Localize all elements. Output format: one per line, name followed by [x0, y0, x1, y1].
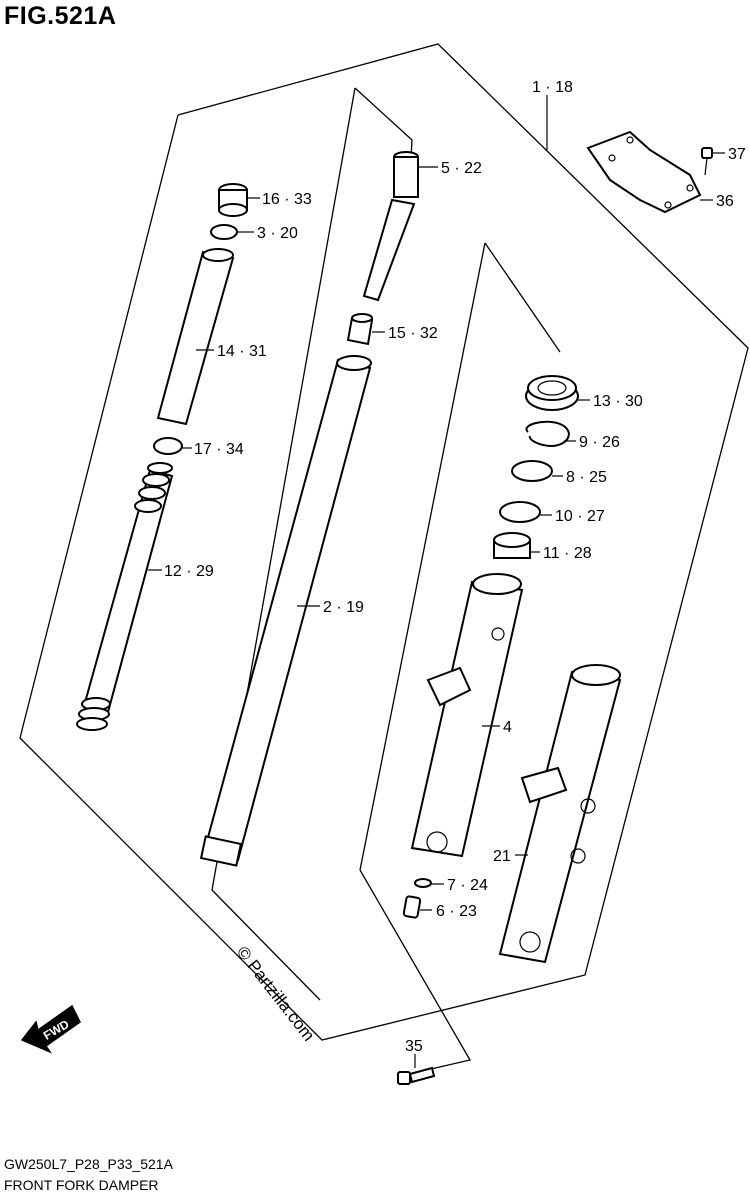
seal-washer-part-8[interactable] [511, 460, 553, 482]
callout-5-22: 5 · 22 [441, 160, 482, 177]
guide-bushing-part-11[interactable] [493, 532, 531, 559]
oil-seal-part-13[interactable] [525, 375, 579, 411]
callout-35: 35 [405, 1038, 423, 1055]
cap-bolt-part-16[interactable] [218, 183, 248, 217]
fwd-arrow-icon: FWD [20, 1004, 81, 1054]
callout-4: 4 [503, 719, 512, 736]
callout-1-18: 1 · 18 [532, 79, 573, 96]
callout-21: 21 [493, 848, 511, 865]
drawing-code: GW250L7_P28_P33_521A [4, 1156, 173, 1172]
watermark: © Partzilla.com [233, 943, 319, 1045]
assembly-frame-outer-tube [484, 242, 561, 353]
slide-bushing-part-10[interactable] [499, 501, 541, 523]
inner-tube-part-2[interactable] [199, 355, 372, 867]
bolt-part-6[interactable] [402, 895, 422, 919]
bolt-part-35[interactable] [397, 1066, 436, 1085]
callout-6-23: 6 · 23 [436, 903, 477, 920]
outer-tube-part-4[interactable] [410, 573, 524, 858]
stopper-ring-part-9[interactable] [525, 420, 570, 448]
gasket-part-7[interactable] [414, 878, 432, 888]
callout-2-19: 2 · 19 [323, 599, 364, 616]
callout-37: 37 [728, 146, 746, 163]
spacer-tube-part-14[interactable] [156, 248, 235, 426]
callout-3-20: 3 · 20 [257, 225, 298, 242]
frame-edge-right [359, 242, 486, 871]
assembly-frame-outer [19, 43, 749, 1041]
callout-13-30: 13 · 30 [593, 393, 643, 410]
washer-part-17[interactable] [153, 437, 183, 455]
callout-15-32: 15 · 32 [388, 325, 438, 342]
bracket-part-36[interactable] [586, 130, 702, 214]
callout-12-29: 12 · 29 [164, 563, 214, 580]
fork-spring-part-12[interactable] [76, 462, 174, 731]
outer-tube-part-21[interactable] [498, 664, 622, 964]
callout-9-26: 9 · 26 [579, 434, 620, 451]
figure-caption: FRONT FORK DAMPER [4, 1177, 159, 1193]
damper-rod-part-5[interactable] [362, 151, 419, 302]
callout-7-24: 7 · 24 [447, 877, 488, 894]
callout-14-31: 14 · 31 [217, 343, 267, 360]
callout-8-25: 8 · 25 [566, 469, 607, 486]
callout-16-33: 16 · 33 [262, 191, 312, 208]
callout-10-27: 10 · 27 [555, 508, 605, 525]
assembly-frame-inner-lower [211, 889, 321, 1001]
callout-36: 36 [716, 193, 734, 210]
figure-title: FIG.521A [4, 2, 117, 30]
oil-lock-piece-part-15[interactable] [346, 313, 374, 346]
callout-11-28: 11 · 28 [543, 545, 592, 562]
o-ring-part-3[interactable] [210, 224, 238, 240]
callout-17-34: 17 · 34 [194, 441, 244, 458]
screw-part-37[interactable] [701, 147, 713, 176]
